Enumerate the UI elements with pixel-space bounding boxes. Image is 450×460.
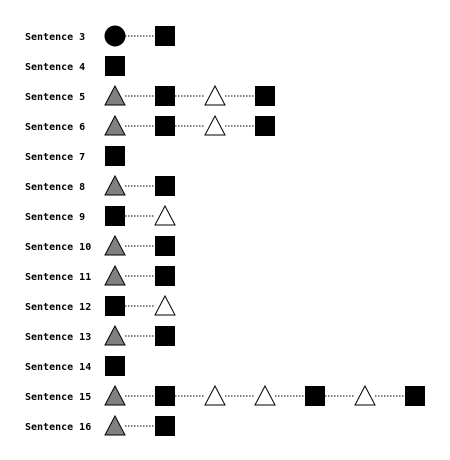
square-node	[255, 86, 275, 106]
sentence-label: Sentence 7	[25, 152, 85, 163]
square-node	[155, 116, 175, 136]
circle-node	[104, 25, 126, 47]
white-triangle-node	[204, 114, 226, 136]
white-triangle-node	[204, 384, 226, 406]
square-node	[105, 146, 125, 166]
sentence-label: Sentence 14	[25, 362, 91, 373]
gray-triangle-node	[104, 84, 126, 106]
sentence-label: Sentence 5	[25, 92, 85, 103]
gray-triangle-node	[104, 414, 126, 436]
sentence-row: Sentence 16	[25, 414, 175, 436]
square-node	[155, 386, 175, 406]
sentence-row: Sentence 12	[25, 294, 176, 316]
sentence-row: Sentence 13	[25, 324, 175, 346]
sentence-row: Sentence 7	[25, 146, 125, 166]
sentence-label: Sentence 9	[25, 212, 85, 223]
sentence-row: Sentence 11	[25, 264, 175, 286]
square-node	[155, 26, 175, 46]
sentence-label: Sentence 6	[25, 122, 85, 133]
gray-triangle-node	[104, 174, 126, 196]
sentence-row: Sentence 4	[25, 56, 125, 76]
gray-triangle-node	[104, 264, 126, 286]
sentence-label: Sentence 13	[25, 332, 91, 343]
square-node	[105, 296, 125, 316]
sentence-row: Sentence 14	[25, 356, 125, 376]
sentence-row: Sentence 9	[25, 204, 176, 226]
sentence-label: Sentence 11	[25, 272, 91, 283]
gray-triangle-node	[104, 324, 126, 346]
white-triangle-node	[254, 384, 276, 406]
square-node	[105, 206, 125, 226]
sentence-row: Sentence 6	[25, 114, 275, 136]
square-node	[305, 386, 325, 406]
sentence-label: Sentence 10	[25, 242, 91, 253]
white-triangle-node	[154, 294, 176, 316]
square-node	[405, 386, 425, 406]
sentence-label: Sentence 12	[25, 302, 91, 313]
sentence-label: Sentence 4	[25, 62, 85, 73]
sentence-row: Sentence 15	[25, 384, 425, 406]
sentence-label: Sentence 3	[25, 32, 85, 43]
square-node	[105, 56, 125, 76]
sentence-row: Sentence 3	[25, 25, 175, 47]
sentence-row: Sentence 8	[25, 174, 175, 196]
square-node	[155, 176, 175, 196]
white-triangle-node	[154, 204, 176, 226]
gray-triangle-node	[104, 234, 126, 256]
sentence-row: Sentence 10	[25, 234, 175, 256]
square-node	[105, 356, 125, 376]
white-triangle-node	[204, 84, 226, 106]
square-node	[155, 266, 175, 286]
sentence-label: Sentence 16	[25, 422, 91, 433]
sentence-row: Sentence 5	[25, 84, 275, 106]
gray-triangle-node	[104, 114, 126, 136]
square-node	[155, 416, 175, 436]
rows-layer: Sentence 3 Sentence 4 Sentence 5 Sentence 6…	[25, 25, 425, 436]
square-node	[255, 116, 275, 136]
sentence-label: Sentence 15	[25, 392, 91, 403]
sentence-label: Sentence 8	[25, 182, 85, 193]
white-triangle-node	[354, 384, 376, 406]
square-node	[155, 236, 175, 256]
square-node	[155, 326, 175, 346]
square-node	[155, 86, 175, 106]
gray-triangle-node	[104, 384, 126, 406]
